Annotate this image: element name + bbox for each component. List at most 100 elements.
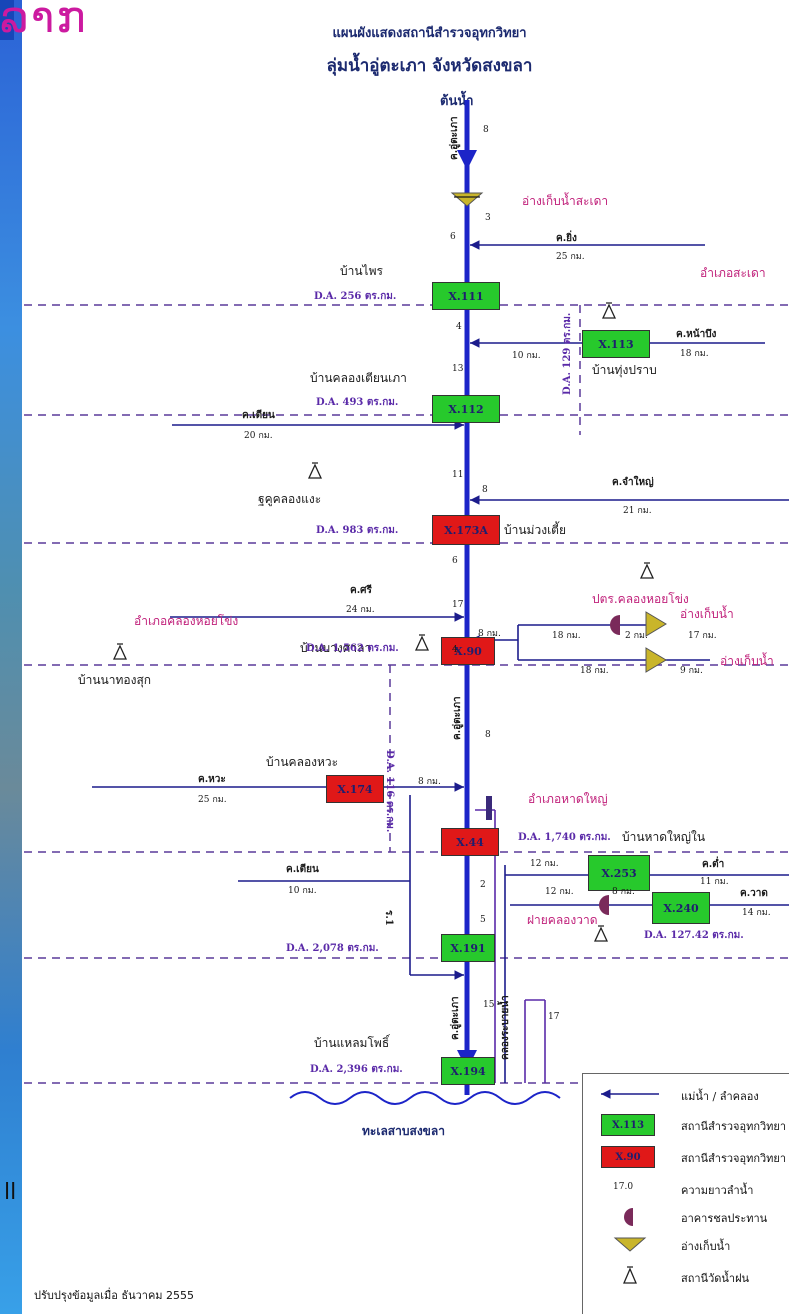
drainage-area: D.A. 493 ตร.กม. bbox=[316, 397, 399, 408]
rain-gauge-icon bbox=[414, 634, 430, 651]
tributary-distance: 25 กม. bbox=[556, 252, 585, 262]
legend-item-red-station: X.90 สถานีสำรวจอุทกวิทยา bbox=[583, 1144, 789, 1170]
reach-length: 11 bbox=[452, 470, 464, 480]
legend-text: ความยาวลำน้ำ bbox=[681, 1184, 754, 1197]
rain-gauge-icon bbox=[307, 462, 323, 479]
reach-distance: 8 กม. bbox=[478, 629, 501, 639]
station-code: X.173A bbox=[444, 523, 488, 537]
river-name-vertical: ค.อู่ตะเภา bbox=[452, 696, 463, 740]
rain-gauge-symbols bbox=[112, 302, 655, 942]
legend-text: สถานีสำรวจอุทกวิทยา bbox=[681, 1152, 787, 1165]
station-name: บ้านคลองหวะ bbox=[266, 755, 339, 769]
basin-boundaries bbox=[24, 304, 789, 1084]
regulator-icon bbox=[486, 796, 492, 820]
reach-distance: 12 กม. bbox=[545, 887, 574, 897]
place-label: อ่างเก็บน้ำ bbox=[680, 607, 734, 621]
station-code: X.113 bbox=[598, 337, 634, 351]
reservoir-symbols bbox=[450, 192, 667, 673]
station-code: X.112 bbox=[448, 402, 484, 416]
reach-distance: 9 กม. bbox=[680, 666, 703, 676]
diagram-subtitle: ลุ่มน้ำอู่ตะเภา จังหวัดสงขลา bbox=[326, 56, 533, 76]
slide-corner-glyph: ll bbox=[4, 1180, 17, 1205]
legend-code: 17.0 bbox=[613, 1182, 634, 1192]
reach-distance: 8 กม. bbox=[418, 777, 441, 787]
station-X173A: X.173A bbox=[432, 515, 500, 545]
place-label: อำเภอหาดใหญ่ bbox=[528, 792, 608, 806]
drainage-area: D.A. 2,396 ตร.กม. bbox=[310, 1064, 403, 1075]
station-name: บ้านม่วงเตี้ย bbox=[504, 523, 566, 537]
place-label: อ่างเก็บน้ำสะเดา bbox=[522, 194, 609, 208]
station-name: บ้านหาดใหญ่ใน bbox=[622, 830, 706, 844]
reach-length: 6 bbox=[452, 556, 458, 566]
station-X194: X.194 bbox=[441, 1057, 495, 1085]
place-label: อำเภอคลองหอยโข่ง bbox=[134, 614, 239, 628]
reach-length: 4 bbox=[456, 322, 462, 332]
main-river-arrow bbox=[457, 150, 477, 170]
river-name-vertical: ค.อู่ตะเภา bbox=[450, 996, 461, 1040]
reach-distance: 17 กม. bbox=[688, 631, 717, 641]
reach-length: 5 bbox=[480, 915, 486, 925]
reach-distance: 2 กม. bbox=[625, 631, 648, 641]
rain-gauge-icon bbox=[623, 1266, 637, 1284]
reservoir-icon bbox=[450, 192, 484, 207]
legend-swatch: X.90 bbox=[601, 1146, 655, 1168]
tributary-distance: 20 กม. bbox=[244, 431, 273, 441]
legend-text: สถานีสำรวจอุทกวิทยา bbox=[681, 1120, 787, 1133]
place-label: บ้านนาทองสุก bbox=[78, 673, 152, 687]
station-code: X.44 bbox=[456, 835, 484, 849]
place-label: ปตร.คลองหอยโข่ง bbox=[592, 592, 689, 606]
drainage-area: D.A. 1,562 ตร.กม. bbox=[306, 643, 399, 654]
drainage-area: D.A. 983 ตร.กม. bbox=[316, 525, 399, 536]
station-X174: X.174 bbox=[326, 775, 384, 803]
tributary-name: ค.วาด bbox=[740, 888, 768, 899]
reach-length: 13 bbox=[452, 364, 464, 374]
reach-length: 3 bbox=[485, 213, 491, 223]
reach-length: 4 bbox=[452, 645, 458, 655]
reservoir-icon bbox=[613, 1237, 647, 1252]
tributary-distance: 10 กม. bbox=[288, 886, 317, 896]
station-code: X.90 bbox=[454, 644, 482, 658]
legend-item-dam: อ่างเก็บน้ำ bbox=[583, 1232, 789, 1258]
station-X113: X.113 bbox=[582, 330, 650, 358]
station-code: X.253 bbox=[601, 866, 637, 880]
reach-length: 8 bbox=[482, 485, 488, 495]
regulator-symbols bbox=[486, 615, 620, 915]
legend-code: X.113 bbox=[611, 1119, 645, 1131]
tributary-distance: 18 กม. bbox=[680, 349, 709, 359]
tributary-name: ค.เตียน bbox=[242, 410, 275, 421]
place-label: ฐคูคลองแงะ bbox=[258, 492, 322, 506]
tributary-distance: 11 กม. bbox=[700, 877, 729, 887]
tributary-distance: 21 กม. bbox=[623, 506, 652, 516]
river-name-vertical: ร.1 bbox=[383, 910, 394, 926]
station-X253: X.253 bbox=[588, 855, 650, 891]
tributary-name: ค.หวะ bbox=[198, 774, 226, 785]
place-label: ฝายคลองวาด bbox=[527, 913, 598, 927]
station-X191: X.191 bbox=[441, 934, 495, 962]
reach-length: 15 bbox=[483, 1000, 495, 1010]
drainage-area: D.A. 1,740 ตร.กม. bbox=[518, 832, 611, 843]
diversion-name-vertical: คลองระบายน้ำ bbox=[500, 995, 511, 1060]
legend-text: อาคารชลประทาน bbox=[681, 1212, 768, 1225]
station-code: X.111 bbox=[448, 289, 484, 303]
station-X112: X.112 bbox=[432, 395, 500, 423]
station-code: X.194 bbox=[450, 1064, 486, 1078]
place-label: อ่างเก็บน้ำ bbox=[720, 654, 774, 668]
regulator-icon bbox=[610, 615, 620, 635]
diagram-title: แผนผังแสดงสถานีสำรวจอุทกวิทยา bbox=[332, 26, 527, 41]
drainage-area: D.A. 116 ตร.กม. bbox=[384, 750, 395, 833]
station-name: บ้านทุ่งปราบ bbox=[592, 363, 657, 377]
legend-item-river: แม่น้ำ / ลำคลอง bbox=[583, 1082, 789, 1108]
update-credit: ปรับปรุงข้อมูลเมื่อ ธันวาคม 2555 bbox=[34, 1289, 195, 1302]
reach-distance: 12 กม. bbox=[530, 859, 559, 869]
legend-item-green-station: X.113 สถานีสำรวจอุทกวิทยา bbox=[583, 1112, 789, 1138]
legend-text: อ่างเก็บน้ำ bbox=[681, 1240, 731, 1253]
station-code: X.174 bbox=[337, 782, 373, 796]
station-X90: X.90 bbox=[441, 637, 495, 665]
tributary-distance: 14 กม. bbox=[742, 908, 771, 918]
left-background-strip bbox=[0, 0, 22, 1314]
legend-item-length: 17.0 ความยาวลำน้ำ bbox=[583, 1176, 789, 1202]
tributary-distance: 24 กม. bbox=[346, 605, 375, 615]
drainage-area: D.A. 129 ตร.กม. bbox=[562, 312, 573, 395]
